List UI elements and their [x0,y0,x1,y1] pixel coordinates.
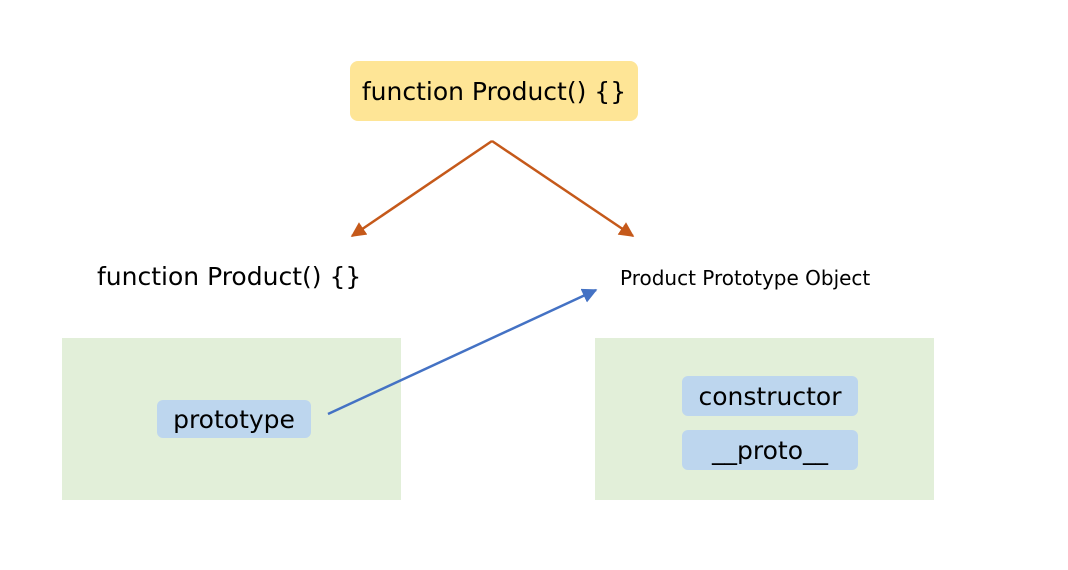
arrow-to-function-object [350,139,493,238]
constructor-function-node: function Product() {} [350,61,638,121]
proto-property: __proto__ [682,430,858,470]
constructor-property-label: constructor [698,381,842,411]
prototype-object-caption: Product Prototype Object [620,266,871,290]
prototype-object-panel [595,338,934,500]
arrow-to-prototype-object [491,139,635,238]
function-object-caption: function Product() {} [97,262,362,291]
constructor-function-label: function Product() {} [361,76,627,106]
constructor-property: constructor [682,376,858,416]
prototype-property-label: prototype [173,404,295,434]
proto-property-label: __proto__ [712,435,828,465]
prototype-reference-arrow [327,288,598,416]
prototype-property: prototype [157,400,311,438]
